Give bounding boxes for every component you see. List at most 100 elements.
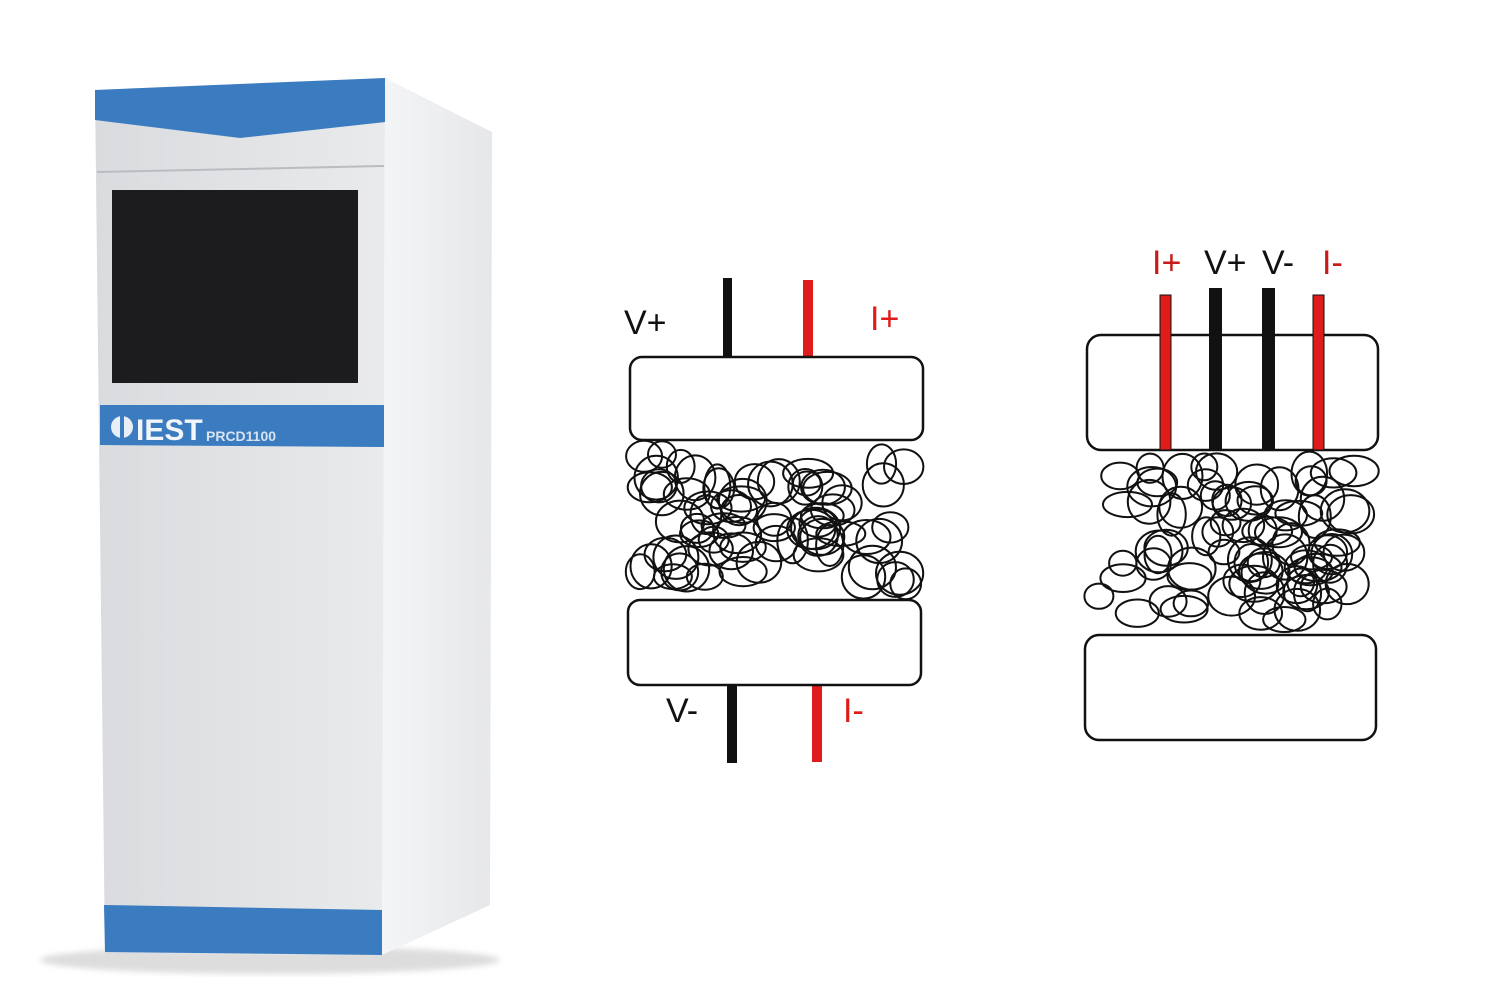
particle: [1328, 454, 1380, 488]
particle: [662, 545, 711, 593]
particle: [1209, 509, 1242, 537]
particle: [683, 490, 733, 526]
particle: [782, 457, 835, 489]
particle: [1238, 552, 1284, 590]
particle: [876, 561, 915, 598]
particle: [1148, 585, 1188, 618]
powder-particles: [1083, 450, 1380, 633]
particle: [1292, 573, 1323, 613]
particle: [883, 448, 925, 486]
voltage-plus-wire: [723, 278, 732, 358]
particle: [1083, 582, 1115, 610]
particle: [629, 543, 673, 590]
particle: [1159, 594, 1209, 624]
particle: [754, 524, 798, 563]
label-v-minus: V-: [666, 692, 698, 730]
particle: [1102, 490, 1153, 519]
particle: [1222, 563, 1262, 598]
particle: [1274, 499, 1324, 527]
particle: [1297, 494, 1332, 539]
particle: [821, 484, 863, 522]
particle: [797, 515, 839, 557]
label-i-plus: I+: [870, 300, 899, 338]
particle: [1207, 538, 1241, 566]
label-v-plus: V+: [624, 304, 667, 342]
model-name: PRCD1100: [206, 428, 276, 444]
particle: [1190, 452, 1219, 482]
powder-particles: [624, 439, 925, 601]
panel-seam: [96, 165, 385, 173]
particle: [840, 554, 887, 600]
touch-screen: [112, 190, 358, 383]
label-i-plus: I+: [1152, 244, 1181, 282]
brand-blue-band: [100, 405, 384, 447]
particle: [787, 468, 824, 506]
particle: [790, 506, 842, 551]
rcd-instrument-cabinet: IEST PRCD1100: [40, 78, 500, 974]
particle: [752, 513, 796, 543]
brand-name: IEST: [136, 414, 203, 447]
particle: [1166, 562, 1213, 591]
particle: [1254, 516, 1303, 549]
two-probe-diagram: V+ I+ V- I-: [624, 278, 925, 763]
label-i-minus: I-: [843, 692, 864, 730]
voltage-minus-probe: [1262, 288, 1275, 450]
particle: [1143, 528, 1189, 567]
particle: [679, 519, 720, 549]
particle: [700, 512, 747, 539]
particle: [652, 563, 693, 591]
particle: [633, 454, 679, 501]
particle: [1207, 575, 1256, 617]
particle: [1126, 478, 1172, 525]
particle: [1114, 598, 1160, 628]
particle: [640, 468, 678, 504]
particle: [855, 517, 904, 565]
particle: [1136, 467, 1179, 498]
particle: [652, 534, 700, 580]
particle: [792, 537, 845, 573]
particle: [756, 501, 793, 537]
particle: [1259, 466, 1300, 512]
particle: [1099, 563, 1147, 593]
bottom-electrode-plate: [626, 598, 923, 687]
particle: [647, 440, 677, 469]
particle: [1262, 606, 1307, 633]
current-plus-wire: [803, 280, 813, 358]
particle: [1199, 480, 1231, 511]
particle: [1108, 549, 1138, 577]
particle: [697, 525, 730, 554]
particle: [1309, 457, 1358, 489]
four-probe-diagram: I+ V+ V- I-: [1083, 244, 1380, 742]
particle: [1287, 556, 1334, 587]
particle: [747, 460, 794, 508]
particle: [1221, 507, 1266, 544]
particle: [702, 467, 736, 510]
particle: [1186, 468, 1225, 502]
particle: [1172, 589, 1210, 618]
particle: [1201, 516, 1235, 548]
particle: [718, 556, 768, 588]
particle: [735, 540, 783, 584]
particle: [1312, 587, 1343, 621]
top-blue-band: [95, 78, 385, 138]
voltage-plus-probe: [1209, 288, 1222, 450]
particle: [1191, 516, 1222, 557]
particle: [1326, 494, 1376, 535]
current-plus-probe: [1159, 294, 1172, 451]
bottom-blue-band: [104, 905, 382, 955]
particle: [847, 544, 898, 591]
cabinet-side-panel: [382, 78, 492, 955]
particle: [1247, 514, 1278, 547]
top-electrode-plate: [628, 355, 925, 442]
voltage-minus-wire: [727, 685, 737, 763]
particle: [685, 562, 724, 591]
particle: [1236, 485, 1274, 516]
bottom-electrode-plate: [1083, 633, 1378, 742]
particle: [643, 536, 688, 573]
particle: [1156, 492, 1187, 537]
label-v-plus: V+: [1204, 244, 1247, 282]
label-v-minus: V-: [1262, 244, 1294, 282]
particle: [717, 477, 768, 524]
label-i-minus: I-: [1322, 244, 1343, 282]
